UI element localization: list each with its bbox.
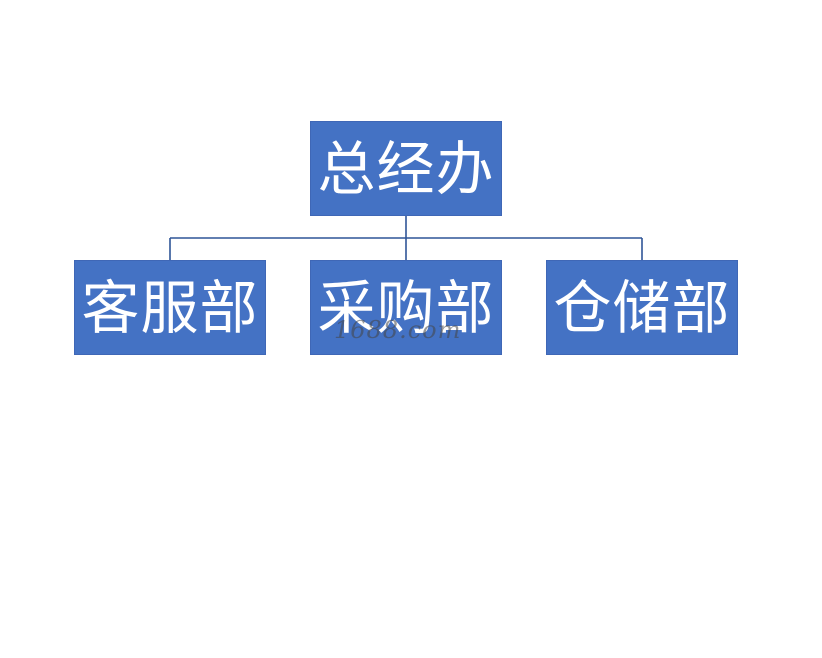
node-warehouse: 仓储部 [546, 260, 738, 355]
node-general-office: 总经办 [310, 121, 502, 216]
node-warehouse-label: 仓储部 [553, 273, 731, 342]
node-general-office-label: 总经办 [317, 134, 495, 203]
node-customer-service-label: 客服部 [81, 273, 259, 342]
node-purchasing: 采购部 [310, 260, 502, 355]
node-customer-service: 客服部 [74, 260, 266, 355]
node-purchasing-label: 采购部 [317, 273, 495, 342]
